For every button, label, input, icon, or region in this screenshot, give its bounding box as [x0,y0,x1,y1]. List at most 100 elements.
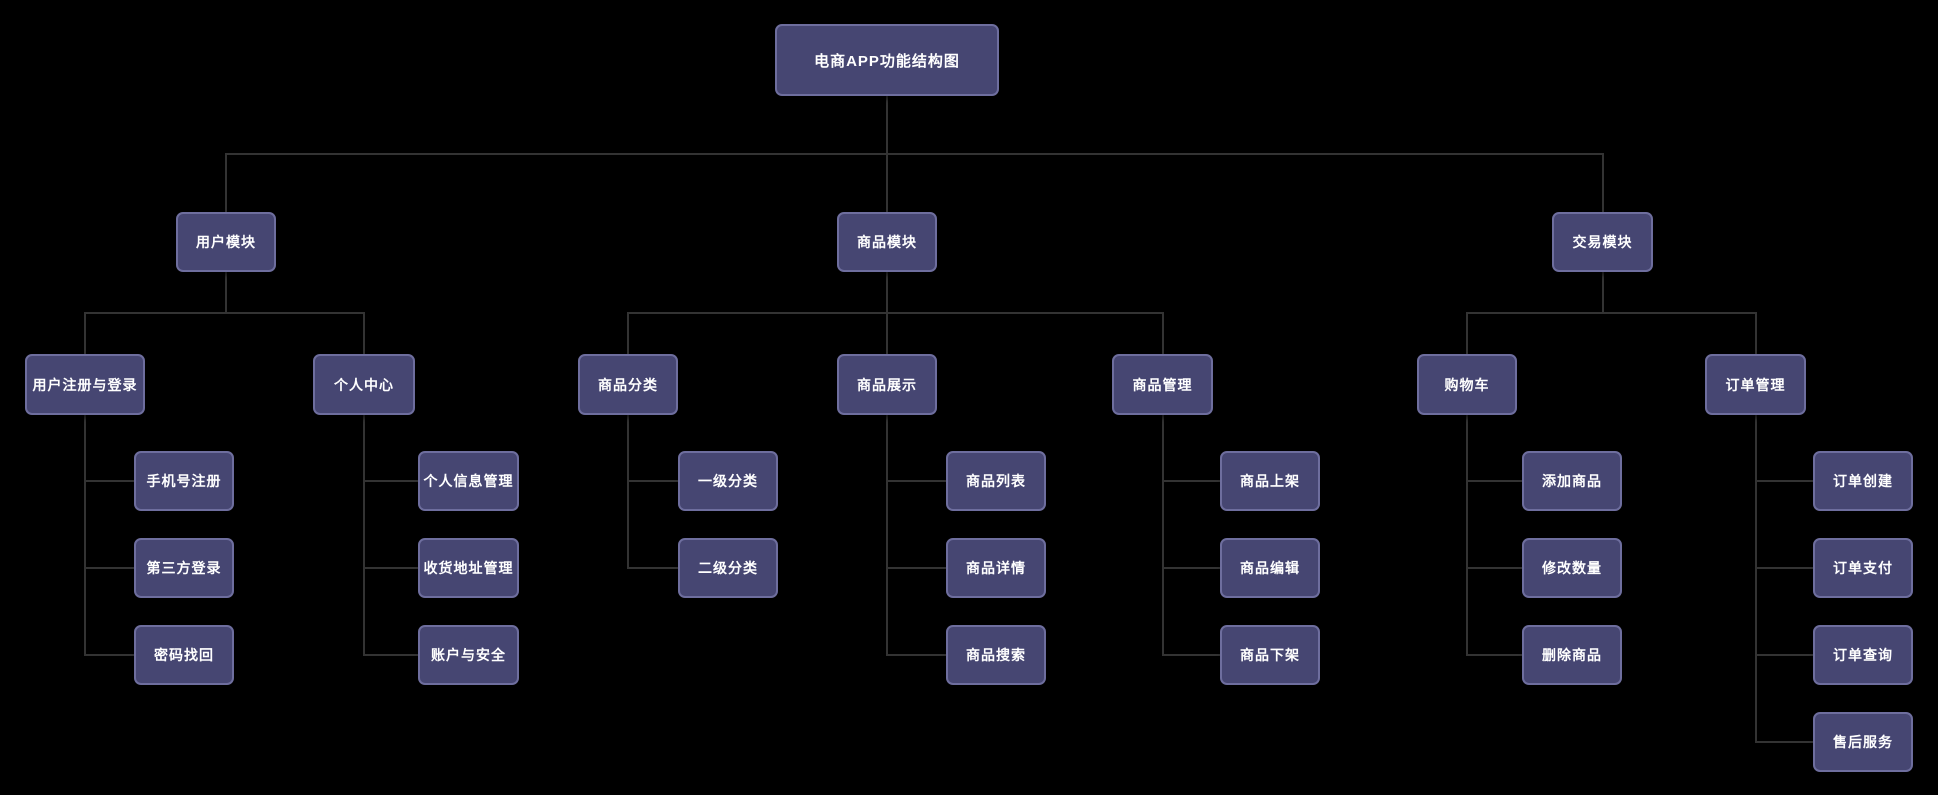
node-label: 删除商品 [1542,647,1602,663]
node-user-register-login[interactable]: 用户注册与登录 [25,354,145,415]
connector-line [627,415,629,568]
connector-line [363,313,365,354]
node-label: 商品列表 [966,473,1026,489]
node-product-edit[interactable]: 商品编辑 [1220,538,1320,598]
connector-line [1466,654,1523,656]
connector-line [84,415,86,655]
node-label: 密码找回 [154,647,214,663]
node-label: 二级分类 [698,560,758,576]
connector-line [886,272,888,313]
node-product-off-shelf[interactable]: 商品下架 [1220,625,1320,685]
node-trade-module[interactable]: 交易模块 [1552,212,1653,272]
connector-line [225,272,227,313]
node-after-sale-service[interactable]: 售后服务 [1813,712,1913,772]
connector-line [1466,567,1523,569]
connector-line [84,313,86,354]
node-label: 订单管理 [1725,376,1786,393]
node-label: 商品搜索 [966,647,1026,663]
connector-line [1161,567,1221,569]
node-personal-info-manage[interactable]: 个人信息管理 [418,451,519,511]
connector-line [1161,654,1221,656]
node-order-query[interactable]: 订单查询 [1813,625,1913,685]
node-label: 订单创建 [1833,473,1893,489]
node-third-party-login[interactable]: 第三方登录 [134,538,234,598]
node-cart-delete-product[interactable]: 删除商品 [1522,625,1622,685]
node-label: 售后服务 [1833,734,1893,750]
connector-line [886,415,888,655]
connector-line [1162,313,1164,354]
node-personal-center[interactable]: 个人中心 [313,354,415,415]
connector-line [363,480,419,482]
connector-line [1754,480,1814,482]
connector-line [84,312,365,314]
node-label: 商品管理 [1132,376,1193,393]
node-label: 商品上架 [1240,473,1300,489]
connector-line [627,312,1164,314]
node-label: 修改数量 [1542,560,1602,576]
node-label: 商品模块 [857,234,917,250]
connector-line [225,154,227,212]
connector-line [886,154,888,212]
connector-line [363,415,365,655]
node-label: 购物车 [1444,376,1490,393]
node-label: 一级分类 [698,473,758,489]
node-label: 添加商品 [1542,473,1602,489]
connector-line [1466,415,1468,655]
connector-line [1754,654,1814,656]
connector-line [1755,313,1757,354]
node-product-module[interactable]: 商品模块 [837,212,937,272]
node-order-pay[interactable]: 订单支付 [1813,538,1913,598]
connector-line [1161,480,1221,482]
connector-line [886,313,888,354]
node-label: 收货地址管理 [423,560,514,576]
node-order-manage[interactable]: 订单管理 [1705,354,1806,415]
connector-line [1754,741,1814,743]
node-label: 商品下架 [1240,647,1300,663]
node-label: 订单支付 [1833,560,1893,576]
node-label: 商品详情 [966,560,1026,576]
connector-line [886,480,947,482]
connector-line [627,480,679,482]
node-label: 手机号注册 [146,473,222,489]
node-cart-modify-quantity[interactable]: 修改数量 [1522,538,1622,598]
node-phone-register[interactable]: 手机号注册 [134,451,234,511]
connector-line [1755,415,1757,742]
connector-line [84,567,135,569]
node-account-security[interactable]: 账户与安全 [418,625,519,685]
node-product-manage[interactable]: 商品管理 [1112,354,1213,415]
node-label: 个人信息管理 [423,473,514,489]
connector-line [1602,154,1604,212]
node-product-category[interactable]: 商品分类 [578,354,678,415]
node-label: 交易模块 [1572,234,1633,250]
node-cart-add-product[interactable]: 添加商品 [1522,451,1622,511]
connector-line [1602,272,1604,313]
node-address-manage[interactable]: 收货地址管理 [418,538,519,598]
connector-line [886,654,947,656]
node-label: 订单查询 [1833,647,1893,663]
connector-line [1754,567,1814,569]
connector-line [84,654,135,656]
node-order-create[interactable]: 订单创建 [1813,451,1913,511]
node-password-recovery[interactable]: 密码找回 [134,625,234,685]
node-label: 商品分类 [598,376,658,393]
connector-line [1162,415,1164,655]
node-shopping-cart[interactable]: 购物车 [1417,354,1517,415]
node-category-level1[interactable]: 一级分类 [678,451,778,511]
node-user-module[interactable]: 用户模块 [176,212,276,272]
node-product-on-shelf[interactable]: 商品上架 [1220,451,1320,511]
node-product-list[interactable]: 商品列表 [946,451,1046,511]
node-category-level2[interactable]: 二级分类 [678,538,778,598]
node-product-display[interactable]: 商品展示 [837,354,937,415]
node-product-search[interactable]: 商品搜索 [946,625,1046,685]
node-label: 第三方登录 [146,560,222,576]
node-label: 账户与安全 [431,647,506,663]
node-label: 个人中心 [334,376,394,393]
node-label: 商品编辑 [1240,560,1300,576]
node-label: 商品展示 [857,376,917,393]
connector-line [886,96,888,154]
connector-line [1466,480,1523,482]
node-label: 用户模块 [196,234,256,250]
node-product-detail[interactable]: 商品详情 [946,538,1046,598]
connector-line [363,567,419,569]
node-root[interactable]: 电商APP功能结构图 [775,24,999,96]
